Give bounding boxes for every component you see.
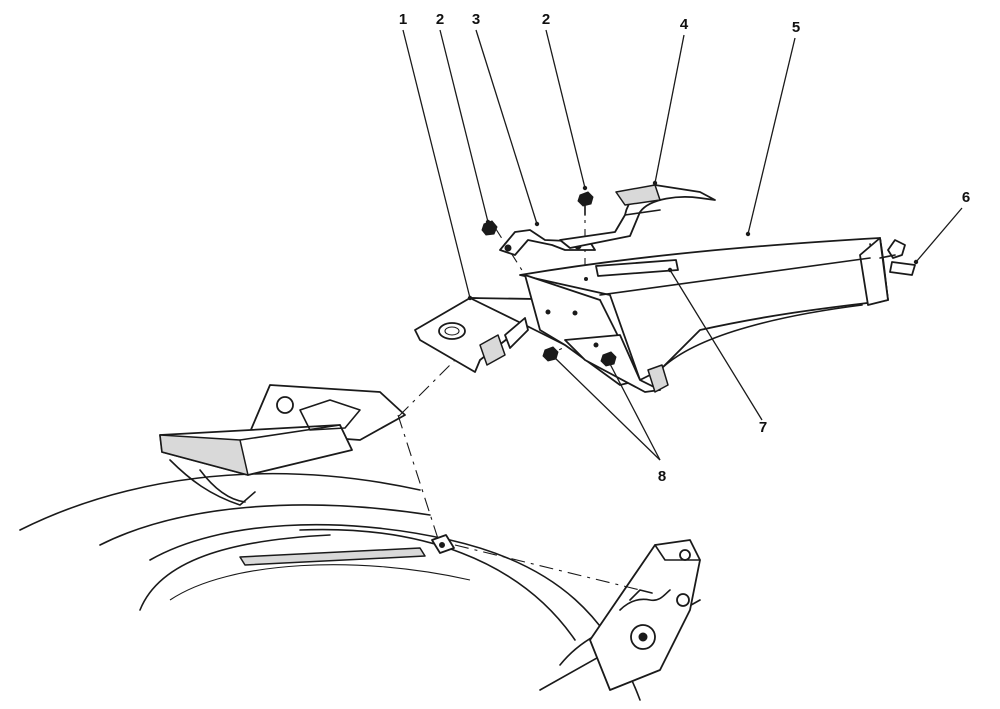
leader-lines — [402, 29, 963, 461]
rear-door-assembly — [159, 384, 406, 506]
hex-nuts — [542, 346, 617, 367]
handle-bracket — [589, 539, 701, 691]
mower-housing — [19, 472, 701, 701]
callout-5: 5 — [792, 19, 800, 36]
hex-nut-right — [600, 351, 617, 367]
bracket-hole — [438, 322, 466, 340]
discharge-chute — [519, 237, 889, 381]
callout-3: 3 — [472, 11, 480, 28]
screws — [481, 191, 594, 236]
callout-8: 8 — [658, 468, 666, 485]
callout-7: 7 — [759, 419, 767, 436]
callout-1: 1 — [399, 11, 407, 28]
callout-2-left: 2 — [436, 11, 444, 28]
rear-door-handle — [159, 434, 249, 476]
callout-2-right: 2 — [542, 11, 550, 28]
wing-nut — [879, 239, 916, 276]
deflector-handle — [559, 184, 716, 249]
screw-left — [481, 220, 498, 236]
screw-top — [577, 191, 594, 216]
callout-labels: 1 2 3 2 4 5 6 7 8 — [399, 11, 970, 485]
assembly-lines — [394, 200, 641, 591]
callout-6: 6 — [962, 189, 970, 206]
chute-end-flange — [859, 237, 889, 306]
callout-4: 4 — [680, 16, 689, 33]
housing-lip — [239, 547, 426, 566]
warning-decal — [595, 259, 679, 277]
